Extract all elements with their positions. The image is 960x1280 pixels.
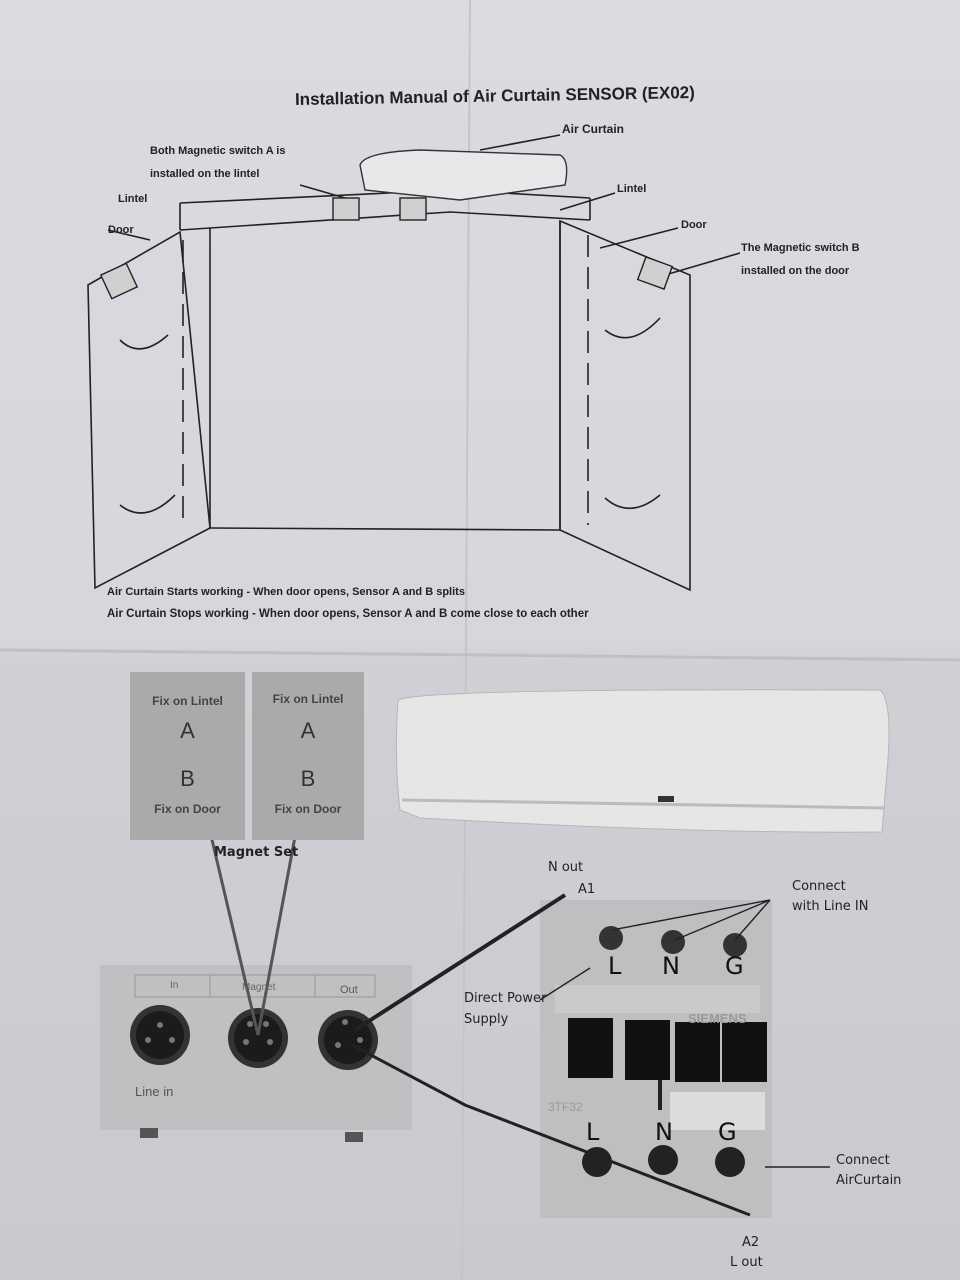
tile-bottom-label: Fix on Door <box>274 802 342 816</box>
port-out-label: Out <box>340 984 358 996</box>
terminal-top-l: L <box>608 952 622 980</box>
tile-b-letter: B <box>180 766 195 791</box>
lintel-left-label: Lintel <box>118 193 148 205</box>
direct-power-label-2: Supply <box>464 1012 509 1027</box>
terminal-bottom-g: G <box>718 1118 737 1146</box>
connect-aircurtain-label-1: Connect <box>836 1153 890 1168</box>
magnetic-switch-b <box>636 256 674 290</box>
magnetic-switch-a <box>332 197 427 221</box>
air-curtain-photo <box>395 689 890 833</box>
air-curtain-label: Air Curtain <box>562 122 625 136</box>
a1-label: A1 <box>578 882 596 897</box>
n-out-label: N out <box>548 860 584 875</box>
magnet-set-label: Magnet Set <box>214 845 299 860</box>
wiring-lines <box>203 809 830 1217</box>
tile-top-label: Fix on Lintel <box>272 692 344 706</box>
connect-aircurtain-label-2: AirCurtain <box>836 1173 902 1188</box>
caption-stop: Air Curtain Stops working - When door op… <box>107 608 589 620</box>
port-magnet-label: Magnet <box>242 982 276 993</box>
magnetic-switch-b-left <box>99 262 139 300</box>
switch-b-label-1: The Magnetic switch B <box>741 242 860 254</box>
l-out-label: L out <box>730 1255 763 1270</box>
connect-line-in-label-2: with Line IN <box>792 899 869 914</box>
direct-power-label-1: Direct Power <box>464 991 547 1006</box>
port-in-label: In <box>170 980 179 991</box>
door-right-label: Door <box>681 219 707 231</box>
magnet-tile: Fix on Lintel A B Fix on Door <box>130 672 245 840</box>
tile-bottom-label: Fix on Door <box>154 802 221 816</box>
magnet-tile: Fix on Lintel A B Fix on Door <box>252 672 364 840</box>
door-left-label: Door <box>108 224 134 236</box>
lintel-right-label: Lintel <box>617 183 647 195</box>
sensor-box-photo <box>100 965 412 1142</box>
tile-top-label: Fix on Lintel <box>152 694 223 708</box>
terminal-bottom-n: N <box>655 1118 673 1146</box>
caption-start: Air Curtain Starts working - When door o… <box>107 586 465 598</box>
paper-fold <box>0 648 960 662</box>
switch-a-label-1: Both Magnetic switch A is <box>150 145 286 157</box>
terminal-top-g: G <box>725 952 744 980</box>
switch-a-label-2: installed on the lintel <box>150 168 260 180</box>
tile-b-letter: B <box>300 766 316 791</box>
model-label: 3TF32 <box>548 1100 583 1114</box>
brand-label: SIEMENS <box>688 1011 747 1026</box>
switch-b-label-2: installed on the door <box>741 265 850 277</box>
contactor-photo <box>540 900 772 1218</box>
terminal-top-n: N <box>662 952 680 980</box>
connect-line-in-label-1: Connect <box>792 879 846 894</box>
a2-label: A2 <box>742 1235 760 1250</box>
tile-a-letter: A <box>300 718 316 743</box>
tile-a-letter: A <box>180 718 195 743</box>
line-in-label: Line in <box>135 1084 174 1099</box>
air-curtain-unit <box>359 149 568 201</box>
terminal-bottom-l: L <box>586 1118 600 1146</box>
